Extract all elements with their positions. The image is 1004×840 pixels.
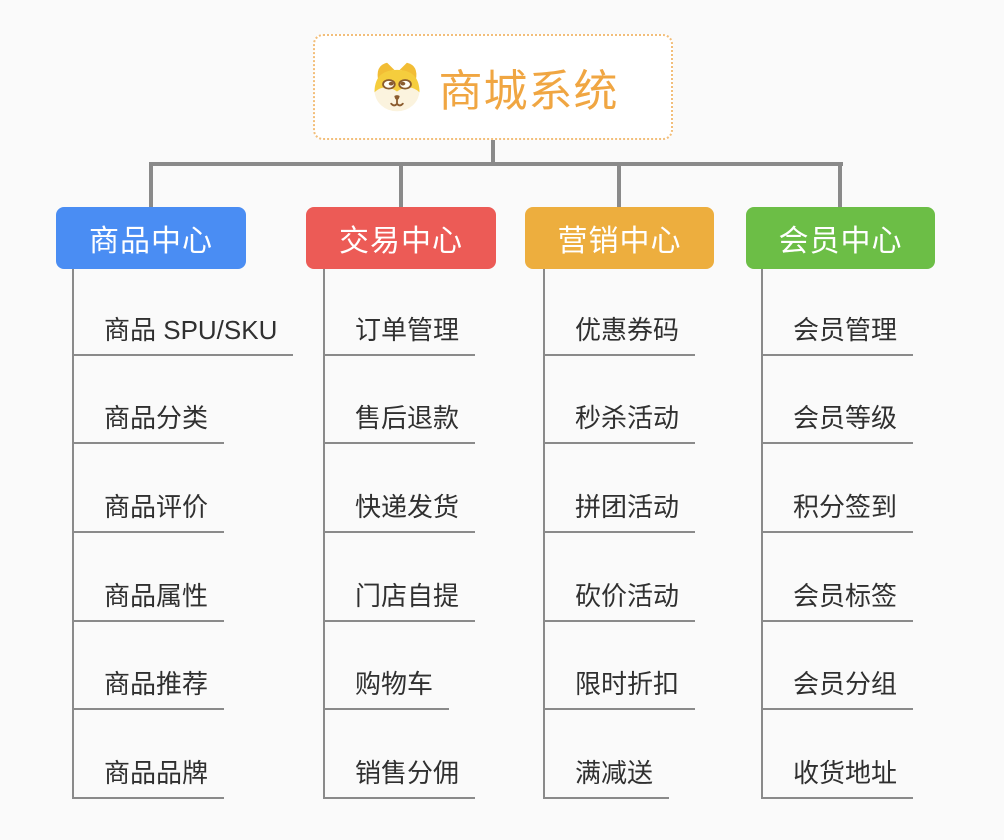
topic-item[interactable]: 快递发货 xyxy=(323,492,476,533)
topic-item[interactable]: 商品评价 xyxy=(72,492,225,533)
topic-item[interactable]: 购物车 xyxy=(323,669,450,710)
drop-line-marketing xyxy=(617,162,621,208)
drop-line-products xyxy=(149,162,153,208)
topic-item[interactable]: 优惠券码 xyxy=(543,315,696,356)
topic-item[interactable]: 满减送 xyxy=(543,758,670,799)
branch-spine-line xyxy=(543,269,545,799)
topic-item[interactable]: 商品品牌 xyxy=(72,758,225,799)
topic-item[interactable]: 会员标签 xyxy=(761,581,914,622)
topic-item[interactable]: 商品推荐 xyxy=(72,669,225,710)
branch-header-trade[interactable]: 交易中心 xyxy=(306,207,496,269)
branch-rail-line xyxy=(149,162,843,166)
doge-icon xyxy=(374,62,419,112)
branch-header-products[interactable]: 商品中心 xyxy=(56,207,246,269)
branch-spine-line xyxy=(72,269,74,799)
topic-item[interactable]: 积分签到 xyxy=(761,492,914,533)
topic-item[interactable]: 会员等级 xyxy=(761,403,914,444)
root-topic-title: 商城系统 xyxy=(438,67,619,116)
topic-item[interactable]: 会员分组 xyxy=(761,669,914,710)
topic-item[interactable]: 售后退款 xyxy=(323,403,476,444)
branch-header-marketing[interactable]: 营销中心 xyxy=(525,207,714,269)
topic-item[interactable]: 商品 SPU/SKU xyxy=(72,315,294,356)
topic-item[interactable]: 限时折扣 xyxy=(543,669,696,710)
topic-item[interactable]: 门店自提 xyxy=(323,581,476,622)
drop-line-trade xyxy=(399,162,403,208)
drop-line-member xyxy=(838,162,842,208)
branch-header-member[interactable]: 会员中心 xyxy=(746,207,935,269)
topic-item[interactable]: 收货地址 xyxy=(761,758,914,799)
root-topic[interactable]: 商城系统 xyxy=(313,34,673,140)
branch-spine-line xyxy=(761,269,763,799)
topic-item[interactable]: 砍价活动 xyxy=(543,581,696,622)
branch-spine-line xyxy=(323,269,325,799)
topic-item[interactable]: 商品属性 xyxy=(72,581,225,622)
topic-item[interactable]: 销售分佣 xyxy=(323,758,476,799)
topic-item[interactable]: 会员管理 xyxy=(761,315,914,356)
topic-item[interactable]: 订单管理 xyxy=(323,315,476,356)
topic-item[interactable]: 秒杀活动 xyxy=(543,403,696,444)
root-stem-line xyxy=(491,140,495,164)
topic-item[interactable]: 拼团活动 xyxy=(543,492,696,533)
topic-item[interactable]: 商品分类 xyxy=(72,403,225,444)
